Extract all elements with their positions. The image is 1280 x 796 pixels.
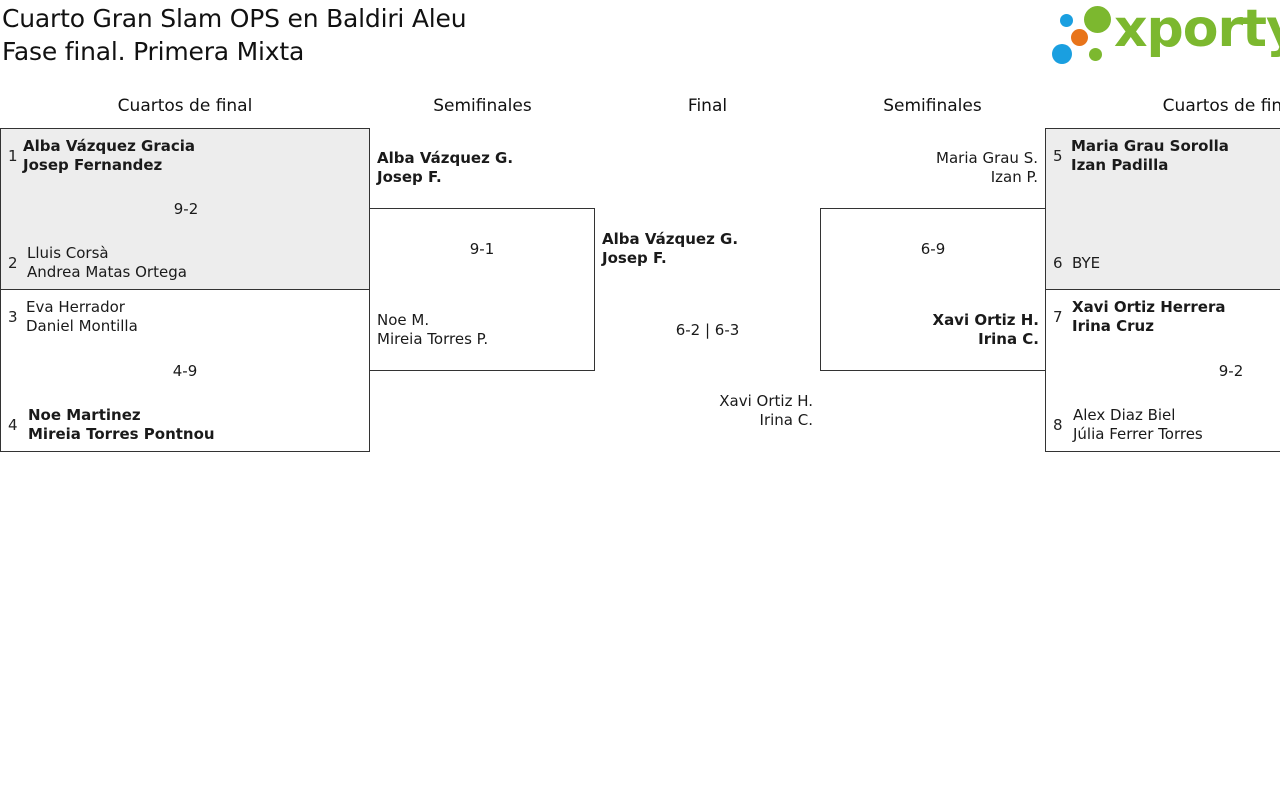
logo-dot-blue-small <box>1060 14 1073 27</box>
team-name: Maria Grau Sorolla Izan Padilla <box>1071 137 1229 175</box>
player-name: Irina C. <box>978 330 1039 348</box>
player-name: Lluis Corsà <box>27 244 109 262</box>
player-name: Eva Herrador <box>26 298 125 316</box>
right-sf-team-top: Maria Grau S. Izan P. <box>936 149 1038 187</box>
logo-dot-green-small <box>1089 48 1102 61</box>
match-score: 9-2 <box>173 200 199 218</box>
seed-number: 2 <box>8 254 18 272</box>
player-name: Alba Vázquez G. <box>377 149 514 167</box>
xporty-logo: xporty <box>1050 0 1280 66</box>
left-qf-match-1: 1 Alba Vázquez Gracia Josep Fernandez 9-… <box>0 128 370 290</box>
right-qf-match-1: 5 Maria Grau Sorolla Izan Padilla 6 BYE <box>1045 128 1280 290</box>
match-score: 9-2 <box>1218 362 1244 380</box>
team-name: Alex Diaz Biel Júlia Ferrer Torres <box>1073 406 1203 444</box>
team-name: Alba Vázquez Gracia Josep Fernandez <box>23 137 195 175</box>
team-name: Eva Herrador Daniel Montilla <box>26 298 138 336</box>
player-name: Júlia Ferrer Torres <box>1073 425 1203 443</box>
seed-number: 7 <box>1053 308 1063 326</box>
seed-number: 6 <box>1053 254 1063 272</box>
player-name: Mireia Torres Pontnou <box>28 425 215 443</box>
logo-dot-orange <box>1071 29 1088 46</box>
left-qf-match-2: 3 Eva Herrador Daniel Montilla 4-9 4 Noe… <box>0 289 370 452</box>
player-name: Mireia Torres P. <box>377 330 489 348</box>
player-name: Alba Vázquez G. <box>602 230 739 248</box>
player-name: Josep F. <box>602 249 667 267</box>
logo-wordmark: xporty <box>1114 0 1280 59</box>
seed-number: 1 <box>8 147 18 165</box>
left-sf-team-top: Alba Vázquez G. Josep F. <box>377 149 513 187</box>
match-score: 4-9 <box>172 362 198 380</box>
player-name: Maria Grau S. <box>936 149 1038 167</box>
page-title: Cuarto Gran Slam OPS en Baldiri Aleu Fas… <box>2 2 467 68</box>
player-name: Irina Cruz <box>1072 317 1154 335</box>
final-team-winner: Alba Vázquez G. Josep F. <box>602 230 738 268</box>
player-name: Josep Fernandez <box>23 156 163 174</box>
player-name: Xavi Ortiz H. <box>719 392 813 410</box>
right-qf-match-2: 7 Xavi Ortiz Herrera Irina Cruz 9-2 8 Al… <box>1045 289 1280 452</box>
column-heading-right-quarterfinals: Cuartos de final <box>1162 96 1280 116</box>
player-name: Izan P. <box>990 168 1038 186</box>
team-name: BYE <box>1072 254 1100 273</box>
column-heading-left-semifinals: Semifinales <box>433 96 532 116</box>
title-line-1: Cuarto Gran Slam OPS en Baldiri Aleu <box>2 4 467 33</box>
seed-number: 8 <box>1053 416 1063 434</box>
team-name: Xavi Ortiz H. Irina C. <box>933 311 1040 349</box>
player-name: Noe Martinez <box>28 406 141 424</box>
player-name: Xavi Ortiz Herrera <box>1072 298 1226 316</box>
player-name: Alba Vázquez Gracia <box>23 137 196 155</box>
column-heading-left-quarterfinals: Cuartos de final <box>117 96 253 116</box>
team-name: Xavi Ortiz Herrera Irina Cruz <box>1072 298 1225 336</box>
column-heading-final: Final <box>687 96 728 116</box>
player-name: Andrea Matas Ortega <box>27 263 187 281</box>
seed-number: 3 <box>8 308 18 326</box>
player-name: Xavi Ortiz H. <box>932 311 1040 329</box>
team-name: Noe Martinez Mireia Torres Pontnou <box>28 406 215 444</box>
match-score: 6-9 <box>920 240 946 258</box>
logo-dot-green <box>1084 6 1111 33</box>
player-name: Maria Grau Sorolla <box>1071 137 1229 155</box>
logo-dot-blue <box>1052 44 1072 64</box>
player-name: Noe M. <box>377 311 430 329</box>
seed-number: 4 <box>8 416 18 434</box>
player-name: BYE <box>1072 254 1101 272</box>
title-line-2: Fase final. Primera Mixta <box>2 37 305 66</box>
column-heading-right-semifinals: Semifinales <box>883 96 982 116</box>
final-team-runner-up: Xavi Ortiz H. Irina C. <box>719 392 813 430</box>
player-name: Daniel Montilla <box>26 317 138 335</box>
player-name: Irina C. <box>759 411 813 429</box>
final-score: 6-2 | 6-3 <box>675 321 740 339</box>
team-name: Lluis Corsà Andrea Matas Ortega <box>27 244 187 282</box>
left-sf-match: 9-1 Noe M. Mireia Torres P. <box>369 208 595 371</box>
match-score: 9-1 <box>469 240 495 258</box>
right-sf-match: 6-9 Xavi Ortiz H. Irina C. <box>820 208 1046 371</box>
team-name: Noe M. Mireia Torres P. <box>377 311 488 349</box>
player-name: Alex Diaz Biel <box>1073 406 1176 424</box>
player-name: Izan Padilla <box>1071 156 1169 174</box>
player-name: Josep F. <box>377 168 442 186</box>
seed-number: 5 <box>1053 147 1063 165</box>
